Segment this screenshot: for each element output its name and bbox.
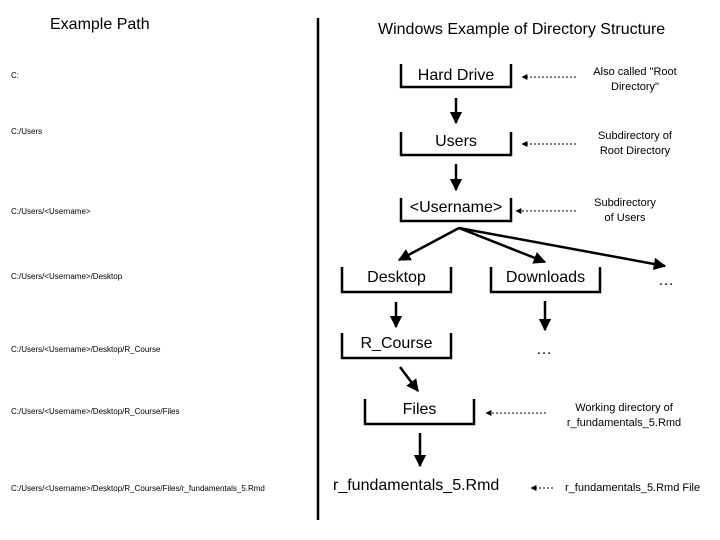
note-root-line-2: Directory" — [611, 81, 659, 93]
node-files: Files — [402, 401, 437, 418]
note-files-line-2: r_fundamentals_5.Rmd — [566, 417, 682, 429]
node-downloads: Downloads — [505, 269, 586, 286]
r-course-bracket — [340, 333, 453, 360]
files-bracket — [363, 399, 476, 426]
path-r-course: C:/Users/<Username>/Desktop/R_Course — [11, 345, 161, 354]
path-username: C:/Users/<Username> — [11, 207, 91, 216]
users-bracket — [399, 132, 513, 157]
note-username-line-1: Subdirectory — [594, 197, 656, 209]
note-users-line-1: Subdirectory of — [598, 130, 672, 142]
username-bracket — [399, 198, 513, 223]
note-rmd-file: r_fundamentals_5.Rmd File — [565, 482, 701, 494]
right-column-heading: Windows Example of Directory Structure — [378, 21, 666, 38]
node-rmd-file: r_fundamentals_5.Rmd — [333, 477, 500, 494]
node-more-right: … — [658, 272, 674, 289]
path-root: C: — [11, 71, 19, 80]
note-username-line-2: of Users — [604, 212, 646, 224]
node-hard-drive: Hard Drive — [417, 67, 495, 84]
arrow-username-to-downloads — [458, 226, 547, 264]
node-users: Users — [435, 133, 477, 150]
note-files-line-1: Working directory of — [575, 402, 673, 414]
node-r-course: R_Course — [360, 335, 433, 352]
path-users: C:/Users — [11, 127, 43, 136]
downloads-bracket — [489, 267, 602, 294]
left-column-heading: Example Path — [50, 16, 150, 33]
hard-drive-bracket — [399, 64, 513, 89]
node-username: <Username> — [409, 199, 503, 216]
node-desktop: Desktop — [367, 269, 426, 286]
note-users: Subdirectory of Root Directory — [580, 129, 690, 159]
path-files: C:/Users/<Username>/Desktop/R_Course/Fil… — [11, 407, 180, 416]
desktop-bracket — [340, 267, 453, 294]
note-users-line-2: Root Directory — [599, 145, 671, 157]
note-username: Subdirectory of Users — [570, 196, 680, 226]
note-root-directory: Also called "Root Directory" — [580, 65, 690, 95]
note-root-line-1: Also called "Root — [593, 66, 677, 78]
note-working-directory: Working directory of r_fundamentals_5.Rm… — [556, 401, 692, 431]
node-downloads-more: … — [536, 341, 552, 358]
arrow-username-to-more — [458, 226, 667, 271]
arrow-username-to-desktop — [397, 226, 460, 262]
path-desktop: C:/Users/<Username>/Desktop — [11, 272, 123, 281]
path-rmd: C:/Users/<Username>/Desktop/R_Course/Fil… — [11, 484, 265, 493]
arrow-r-course-to-files — [399, 366, 419, 392]
